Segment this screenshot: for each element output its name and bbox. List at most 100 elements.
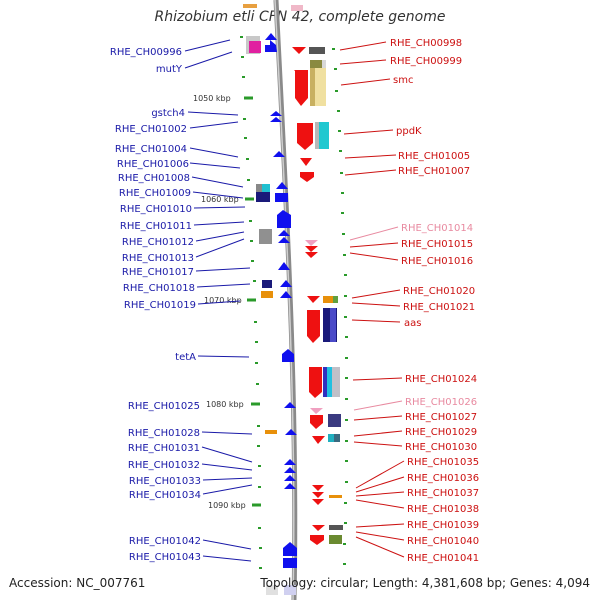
gene-block — [322, 60, 326, 68]
left-leader-lines — [184, 39, 253, 562]
gene-label[interactable]: RHE_CH01007 — [398, 166, 470, 177]
forward-gene-arrow — [282, 349, 294, 362]
kbp-tick: 1070 kbp — [204, 296, 256, 305]
gene-label[interactable]: RHE_CH01036 — [407, 473, 479, 484]
gene-block — [265, 430, 277, 434]
reverse-gene-arrow — [309, 367, 322, 398]
reverse-gene-arrow — [312, 525, 325, 531]
gene-label[interactable]: RHE_CH01038 — [407, 504, 479, 515]
map-title: Rhizobium etli CFN 42, complete genome — [154, 9, 446, 25]
track-dots — [240, 36, 348, 569]
kbp-tick-label: 1050 kbp — [193, 94, 231, 103]
reverse-gene-arrow — [295, 70, 308, 106]
forward-gene-arrow — [265, 33, 277, 40]
forward-gene-arrow — [277, 210, 291, 228]
gene-block — [334, 434, 340, 442]
forward-gene-arrow — [270, 111, 282, 116]
gene-label[interactable]: RHE_CH01034 — [129, 490, 201, 501]
forward-gene-arrow — [285, 429, 297, 435]
gene-label[interactable]: RHE_CH01018 — [123, 283, 195, 294]
gene-label[interactable]: RHE_CH01011 — [120, 221, 192, 232]
reverse-gene-arrow — [307, 296, 320, 303]
forward-gene-arrow — [273, 151, 285, 157]
gene-block — [328, 414, 341, 427]
gene-label[interactable]: RHE_CH01009 — [119, 188, 191, 199]
reverse-gene-arrow — [292, 47, 306, 54]
gene-label[interactable]: RHE_CH01027 — [405, 412, 477, 423]
gene-block — [328, 434, 334, 442]
gene-block — [249, 41, 261, 53]
reverse-gene-arrow — [312, 485, 324, 491]
gene-label[interactable]: RHE_CH01024 — [405, 374, 477, 385]
gene-label[interactable]: RHE_CH01015 — [401, 239, 473, 250]
gene-label[interactable]: RHE_CH00996 — [110, 47, 182, 58]
forward-gene-arrow — [280, 291, 292, 298]
gene-label[interactable]: smc — [393, 75, 413, 86]
reverse-gene-arrow — [300, 158, 312, 166]
gene-block — [256, 184, 262, 192]
gene-label[interactable]: RHE_CH01005 — [398, 151, 470, 162]
kbp-tick: 1080 kbp — [206, 400, 260, 409]
gene-label[interactable]: RHE_CH01016 — [401, 256, 473, 267]
accession-text: Accession: NC_007761 — [9, 576, 146, 590]
gene-label[interactable]: tetA — [175, 352, 196, 363]
gene-label[interactable]: RHE_CH01041 — [407, 553, 479, 564]
gene-label[interactable]: RHE_CH01025 — [128, 401, 200, 412]
gene-label[interactable]: RHE_CH01008 — [118, 173, 190, 184]
gene-label[interactable]: RHE_CH01035 — [407, 457, 479, 468]
gene-label[interactable]: RHE_CH01032 — [128, 460, 200, 471]
reverse-gene-arrow — [300, 172, 314, 182]
gene-block — [315, 122, 319, 149]
gene-block — [329, 535, 342, 544]
gene-label[interactable]: mutY — [156, 64, 183, 75]
reverse-gene-arrow — [310, 408, 323, 414]
forward-gene-arrow — [284, 402, 296, 408]
gene-label[interactable]: RHE_CH01028 — [128, 428, 200, 439]
reverse-gene-arrow — [297, 123, 313, 150]
gene-label[interactable]: RHE_CH01002 — [115, 124, 187, 135]
gene-label[interactable]: RHE_CH01004 — [115, 144, 187, 155]
gene-label[interactable]: RHE_CH01029 — [405, 427, 477, 438]
gene-label[interactable]: RHE_CH01037 — [407, 488, 479, 499]
reverse-gene-arrow — [312, 499, 324, 505]
gene-label[interactable]: RHE_CH01019 — [124, 300, 196, 311]
gene-label[interactable]: RHE_CH01042 — [129, 536, 201, 547]
gene-label[interactable]: RHE_CH01039 — [407, 520, 479, 531]
gene-label[interactable]: RHE_CH01031 — [128, 443, 200, 454]
gene-label[interactable]: RHE_CH01014 — [401, 223, 473, 234]
gene-label[interactable]: RHE_CH01013 — [122, 253, 194, 264]
gene-block — [323, 367, 327, 397]
gene-label[interactable]: RHE_CH01033 — [129, 476, 201, 487]
gene-label[interactable]: RHE_CH01043 — [129, 552, 201, 563]
gene-label[interactable]: ppdK — [396, 126, 422, 137]
forward-gene-arrow — [265, 40, 277, 52]
kbp-tick-label: 1080 kbp — [206, 400, 244, 409]
gene-block — [261, 291, 273, 298]
gene-block — [284, 585, 296, 595]
gene-label[interactable]: RHE_CH01012 — [122, 237, 194, 248]
gene-block — [266, 585, 278, 595]
forward-gene-arrow — [276, 182, 288, 189]
gene-label[interactable]: RHE_CH01021 — [403, 302, 475, 313]
gene-label[interactable]: RHE_CH01040 — [407, 536, 479, 547]
kbp-tick-label: 1090 kbp — [208, 501, 246, 510]
gene-label[interactable]: gstch4 — [151, 108, 185, 119]
gene-block — [310, 68, 315, 106]
reverse-gene-arrow — [307, 310, 320, 343]
gene-label[interactable]: RHE_CH01010 — [120, 204, 192, 215]
gene-block — [262, 184, 270, 192]
reverse-gene-arrow — [312, 492, 324, 498]
gene-label[interactable]: aas — [404, 318, 421, 329]
genome-stats-text: Topology: circular; Length: 4,381,608 bp… — [260, 576, 590, 590]
gene-label[interactable]: RHE_CH00999 — [390, 56, 462, 67]
gene-label[interactable]: RHE_CH01020 — [403, 286, 475, 297]
gene-label[interactable]: RHE_CH00998 — [390, 38, 462, 49]
gene-label[interactable]: RHE_CH01017 — [122, 267, 194, 278]
forward-gene-arrow — [283, 542, 297, 556]
gene-label[interactable]: RHE_CH01030 — [405, 442, 477, 453]
forward-gene-arrow — [283, 558, 297, 568]
reverse-gene-arrow — [305, 246, 318, 252]
gene-label[interactable]: RHE_CH01006 — [117, 159, 189, 170]
gene-label[interactable]: RHE_CH01026 — [405, 397, 477, 408]
